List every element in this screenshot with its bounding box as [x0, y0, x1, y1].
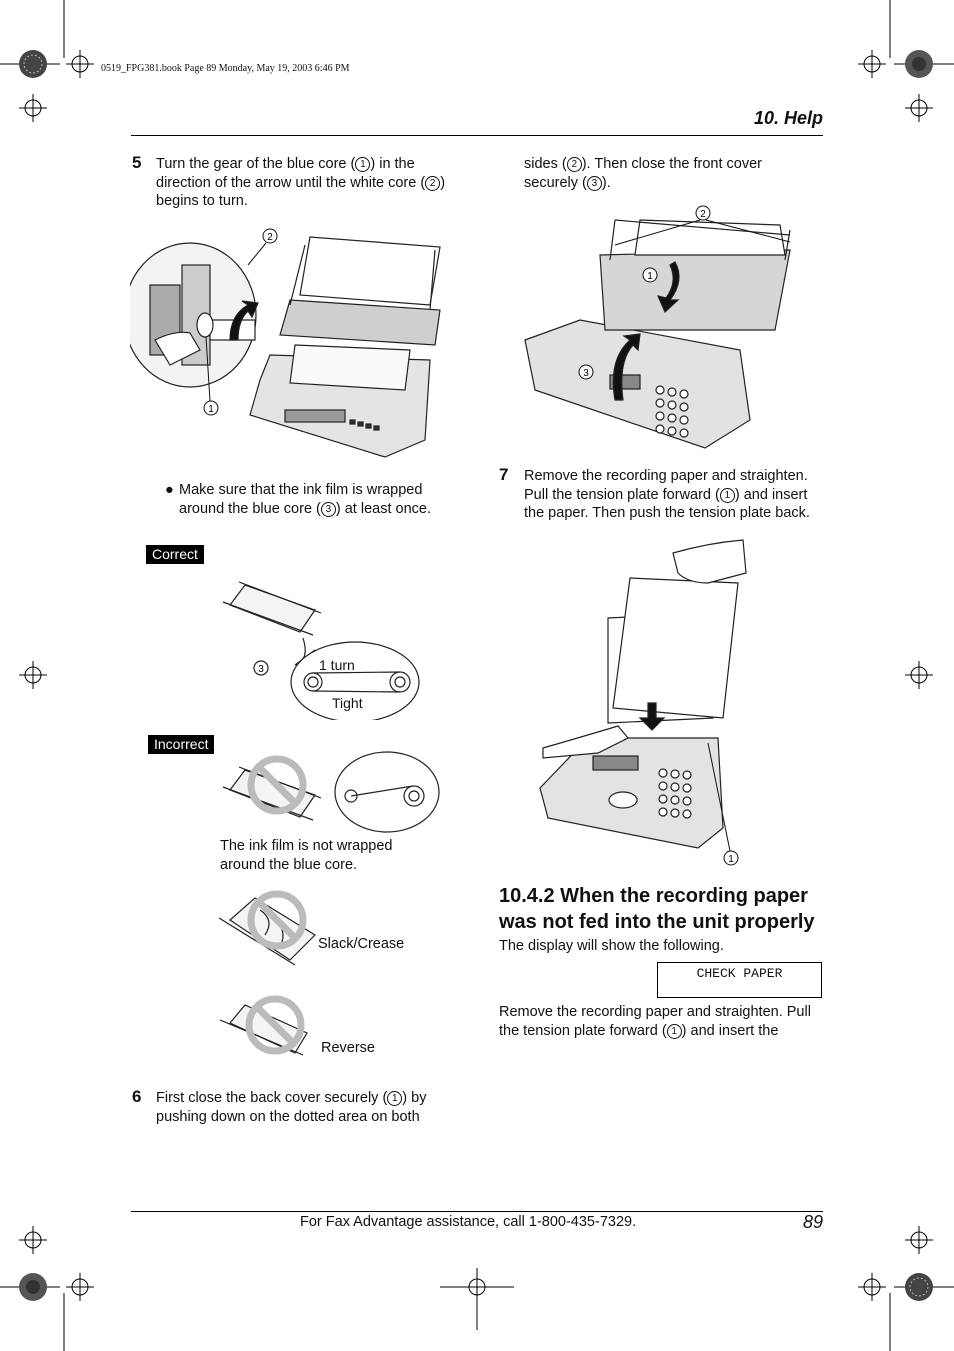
callout-3: 3: [586, 175, 602, 191]
callout-3: 3: [320, 501, 336, 517]
bullet-note: ● Make sure that the ink film is wrapped…: [165, 482, 431, 517]
section-10-4-2-body: Remove the recording paper and straighte…: [499, 1004, 811, 1039]
svg-text:2: 2: [700, 209, 706, 220]
display-intro-text: The display will show the following.: [499, 938, 724, 954]
correct-ink-film-diagram: 3: [222, 581, 420, 720]
header-rule: [131, 135, 823, 136]
svg-text:1: 1: [647, 271, 653, 282]
callout-1: 1: [719, 487, 735, 503]
step-5-number: 5: [132, 153, 142, 172]
incorrect-not-wrapped-diagram: [222, 751, 440, 833]
section-10-4-2-title: 10.4.2 When the recording paper was not …: [499, 885, 815, 933]
svg-text:2: 2: [267, 232, 273, 243]
svg-text:3: 3: [258, 664, 264, 675]
incorrect-label: Incorrect: [148, 735, 215, 754]
section-header: 10. Help: [753, 108, 823, 128]
footer-rule: [131, 1211, 823, 1212]
slack-crease-label: Slack/Crease: [318, 936, 405, 952]
closing-covers-illustration: 2 1 3: [524, 205, 791, 449]
reverse-label: Reverse: [321, 1040, 375, 1056]
lcd-display-box: CHECK PAPER: [657, 962, 822, 998]
svg-text:1: 1: [728, 854, 734, 865]
step-5-text: Turn the gear of the blue core (1) in th…: [156, 156, 446, 209]
gear-turning-illustration: 2 1: [130, 228, 441, 458]
one-turn-label: 1 turn: [319, 657, 355, 673]
not-wrapped-caption: The ink film is not wrapped around the b…: [220, 838, 393, 873]
step-7-number: 7: [499, 465, 509, 484]
page-number: 89: [802, 1212, 823, 1232]
paper-insertion-illustration: 1: [539, 539, 747, 866]
svg-text:3: 3: [583, 368, 589, 379]
print-job-mark: 0519_FPG381.book Page 89 Monday, May 19,…: [101, 63, 350, 74]
step-7-text: Remove the recording paper and straighte…: [524, 468, 810, 521]
callout-1: 1: [666, 1023, 682, 1039]
step-6-text-part1: First close the back cover securely (1) …: [156, 1090, 427, 1125]
reverse-diagram: [219, 995, 308, 1056]
callout-1: 1: [355, 157, 371, 172]
step-6-text-part2: sides (2). Then close the front cover se…: [524, 156, 762, 191]
callout-2: 2: [425, 175, 441, 191]
lcd-message: CHECK PAPER: [696, 966, 783, 981]
tight-label: Tight: [332, 695, 363, 711]
step-6-number: 6: [132, 1087, 142, 1106]
bullet-dot: ●: [165, 482, 174, 498]
svg-text:1: 1: [208, 404, 214, 415]
footer-assistance-text: For Fax Advantage assistance, call 1-800…: [300, 1214, 637, 1230]
callout-2: 2: [566, 157, 582, 172]
callout-1: 1: [387, 1091, 403, 1106]
correct-label: Correct: [146, 545, 204, 564]
slack-crease-diagram: [218, 890, 316, 966]
